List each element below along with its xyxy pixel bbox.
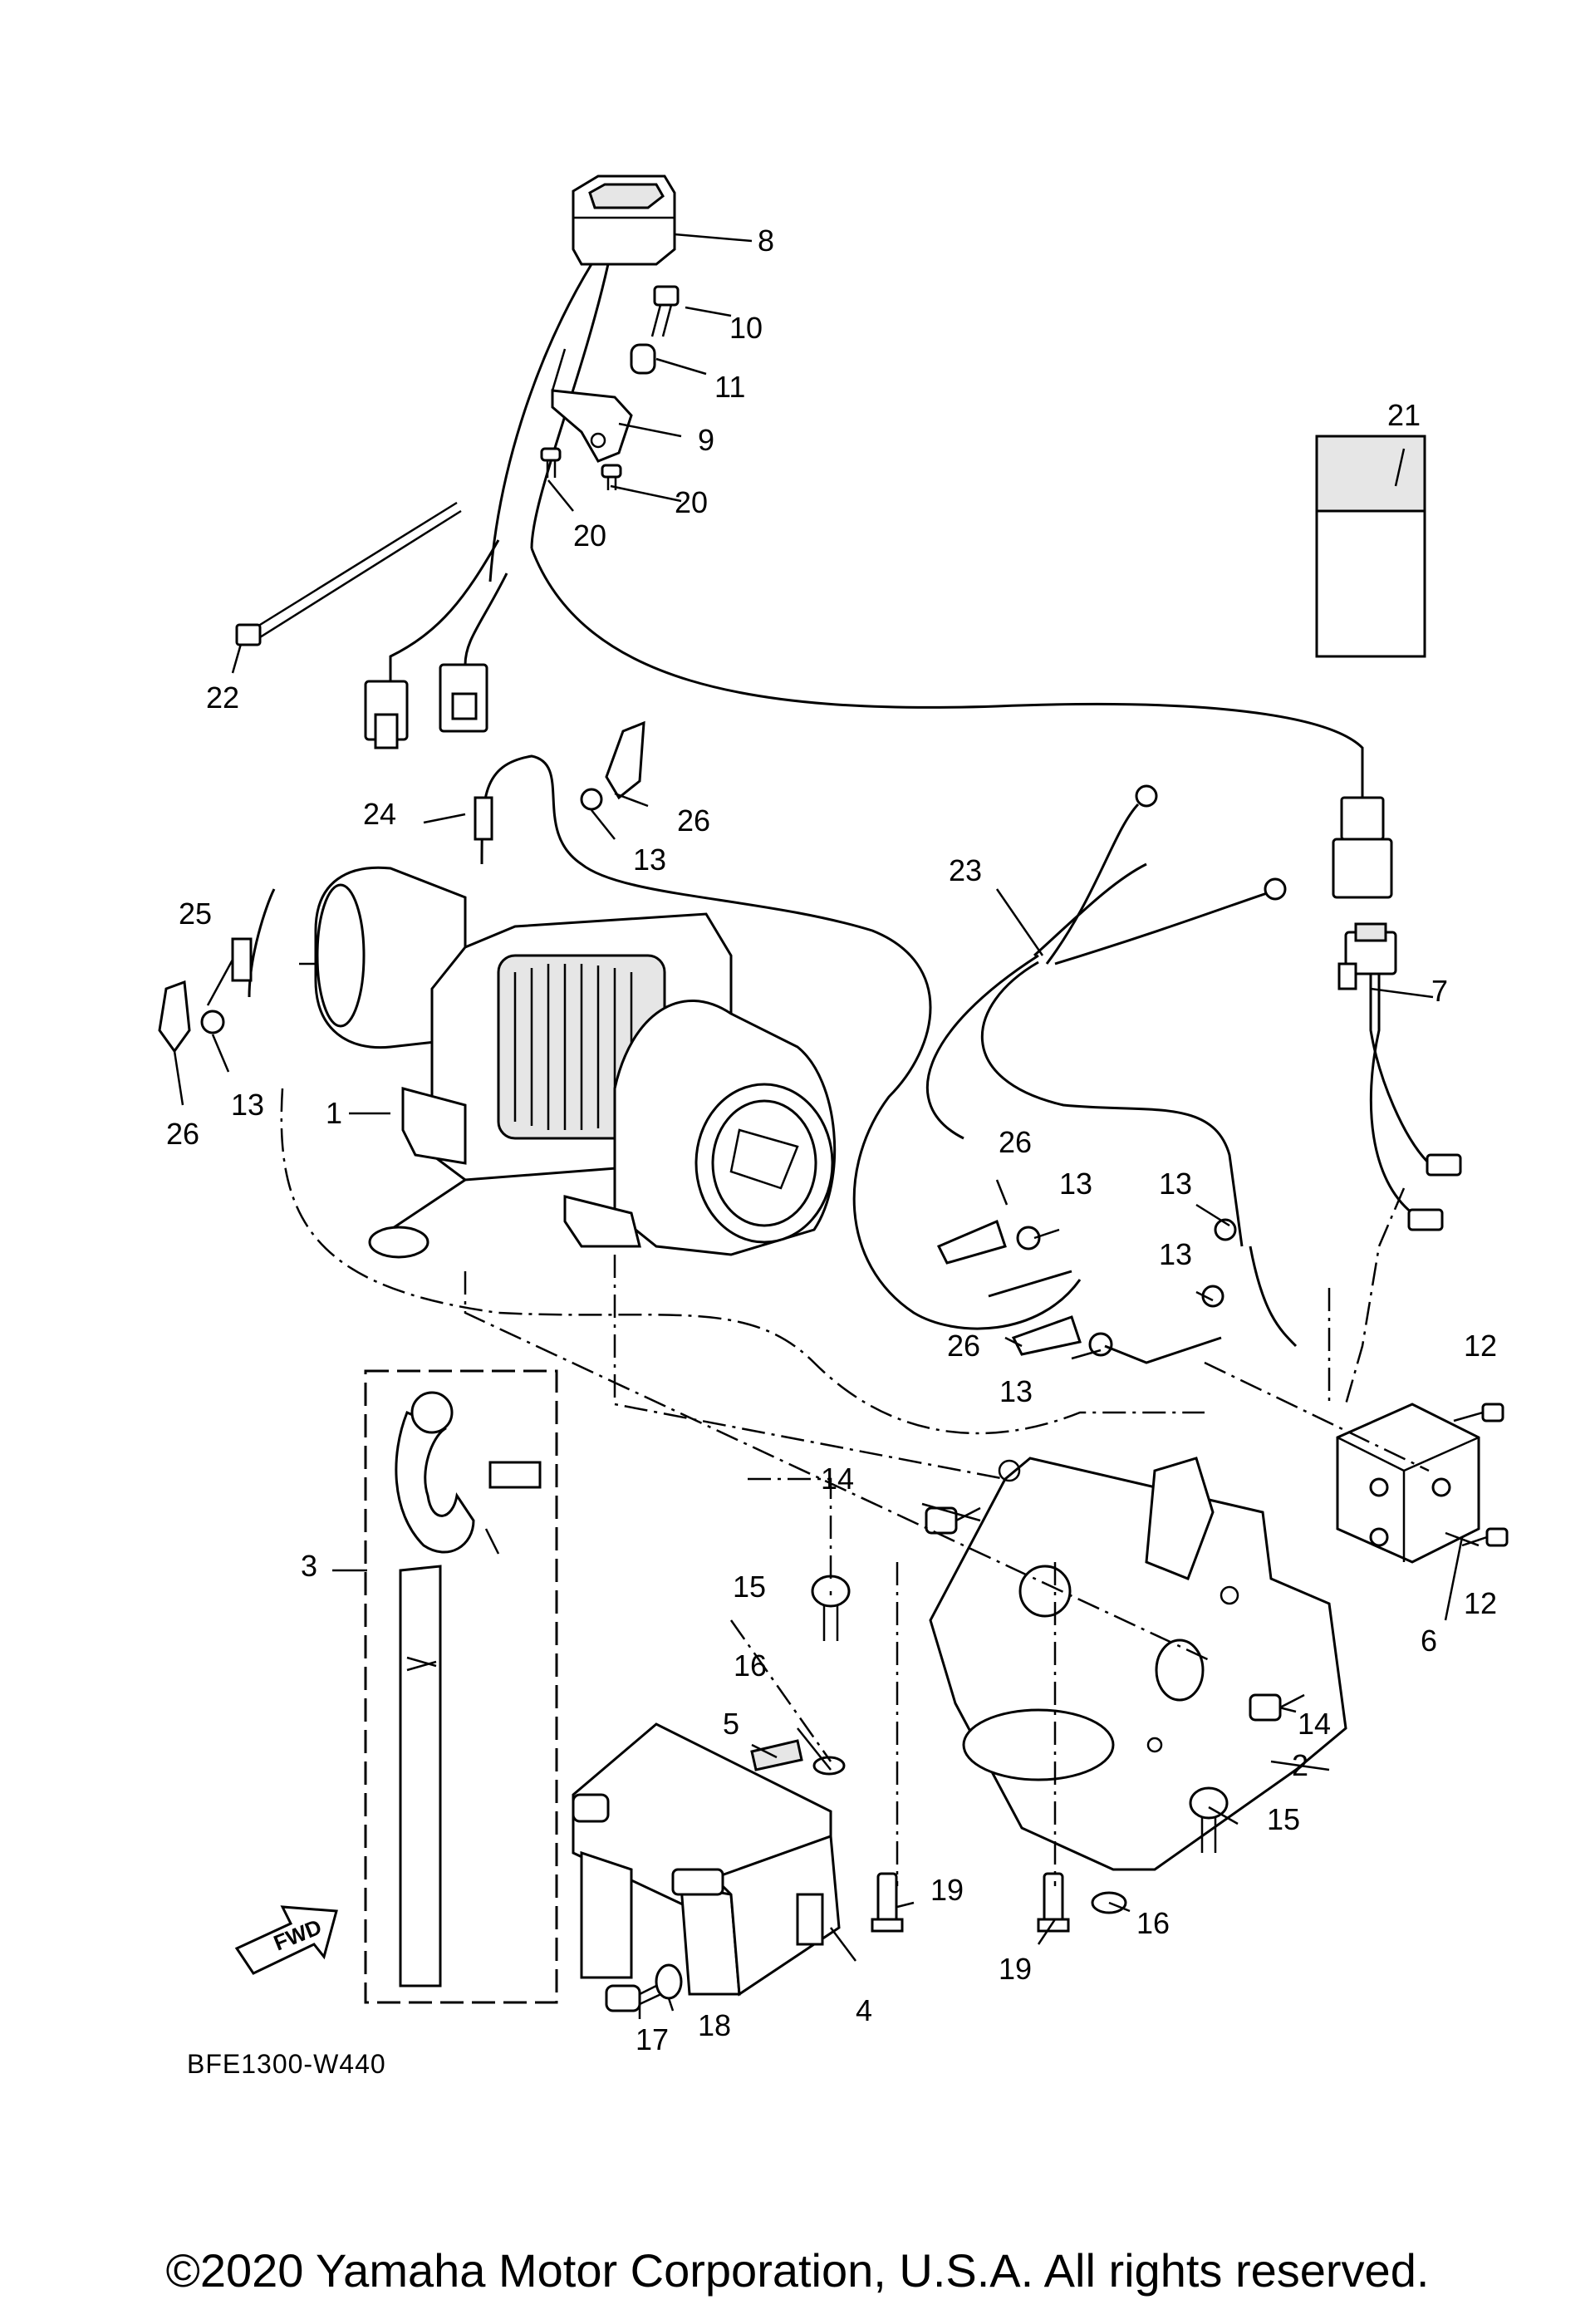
winch-hook [395,1391,542,1555]
callout-1: 1 [326,1096,342,1130]
callout-3: 3 [301,1549,317,1583]
screws-20 [540,447,622,490]
callout-13d: 13 [1159,1167,1192,1201]
callout-26d: 26 [947,1329,980,1363]
callout-14a: 14 [821,1462,854,1496]
callout-24: 24 [363,797,396,831]
switch-cable [530,548,1364,798]
battery-leads [925,784,1287,1247]
winch-assembly [299,866,837,1259]
callout-15a: 15 [733,1570,766,1604]
copyright-notice: ©2020 Yamaha Motor Corporation, U.S.A. A… [165,2244,1430,2297]
callouts: 1 2 3 4 5 6 7 8 9 10 11 12 12 13 13 13 1… [166,224,1497,2056]
callout-13b: 13 [231,1088,264,1122]
callout-9: 9 [698,423,714,457]
callout-13e: 13 [1159,1237,1192,1271]
callout-25: 25 [179,897,212,931]
callout-17: 17 [636,2022,669,2056]
washer-18 [655,1963,683,2000]
callout-14b: 14 [1298,1707,1331,1741]
callout-15b: 15 [1267,1802,1300,1836]
callout-10: 10 [729,311,763,345]
switch-connectors [364,539,508,749]
callout-19a: 19 [930,1873,964,1907]
roller-fairlead [572,1722,841,1997]
callout-21: 21 [1387,398,1421,432]
callout-12b: 12 [1464,1586,1497,1620]
handlebar-switch [488,174,676,582]
bolt-10 [650,285,680,337]
kit-box [364,1369,558,2004]
callout-20a: 20 [675,485,708,519]
callout-5: 5 [723,1707,739,1741]
assembly-lines [280,1088,1430,1886]
callout-19b: 19 [999,1952,1032,1986]
mounting-plate [929,1457,1347,1871]
relay-leads [988,1246,1298,1364]
callout-11: 11 [714,370,745,404]
callout-2: 2 [1292,1748,1308,1782]
winch-strap [399,1565,442,1987]
callout-13c: 13 [1059,1167,1092,1201]
callout-23: 23 [949,853,982,887]
callout-12a: 12 [1464,1329,1497,1363]
callout-13f: 13 [999,1374,1033,1408]
diagram-code: BFE1300-W440 [187,2049,386,2079]
screws-12 [1453,1403,1509,1547]
callout-26b: 26 [166,1117,199,1151]
motor-leads [231,754,1082,1330]
callout-18: 18 [698,2008,731,2042]
callout-8: 8 [758,224,774,258]
callout-22: 22 [206,680,239,715]
callout-13a: 13 [633,843,666,877]
terminal-boots [158,720,1237,1357]
collar-11 [630,343,656,375]
fasteners [811,1506,1305,1933]
winch-contactor [1336,1403,1480,1564]
callout-16b: 16 [1136,1906,1170,1940]
label-5 [750,1739,803,1771]
switch-bracket [551,348,633,463]
callout-26c: 26 [999,1125,1032,1159]
callout-26a: 26 [677,803,710,838]
relay-connector [1337,922,1462,1231]
leader-lines [173,233,1480,2019]
callout-16a: 16 [734,1648,767,1683]
owners-manual [1315,435,1426,658]
fwd-arrow-icon: FWD [234,1905,338,1975]
callout-6: 6 [1421,1624,1437,1658]
callout-7: 7 [1431,974,1448,1008]
callout-20b: 20 [573,518,606,553]
cable-tie [235,501,462,646]
callout-4: 4 [856,1993,872,2027]
switch-cable-connector [1332,796,1393,899]
